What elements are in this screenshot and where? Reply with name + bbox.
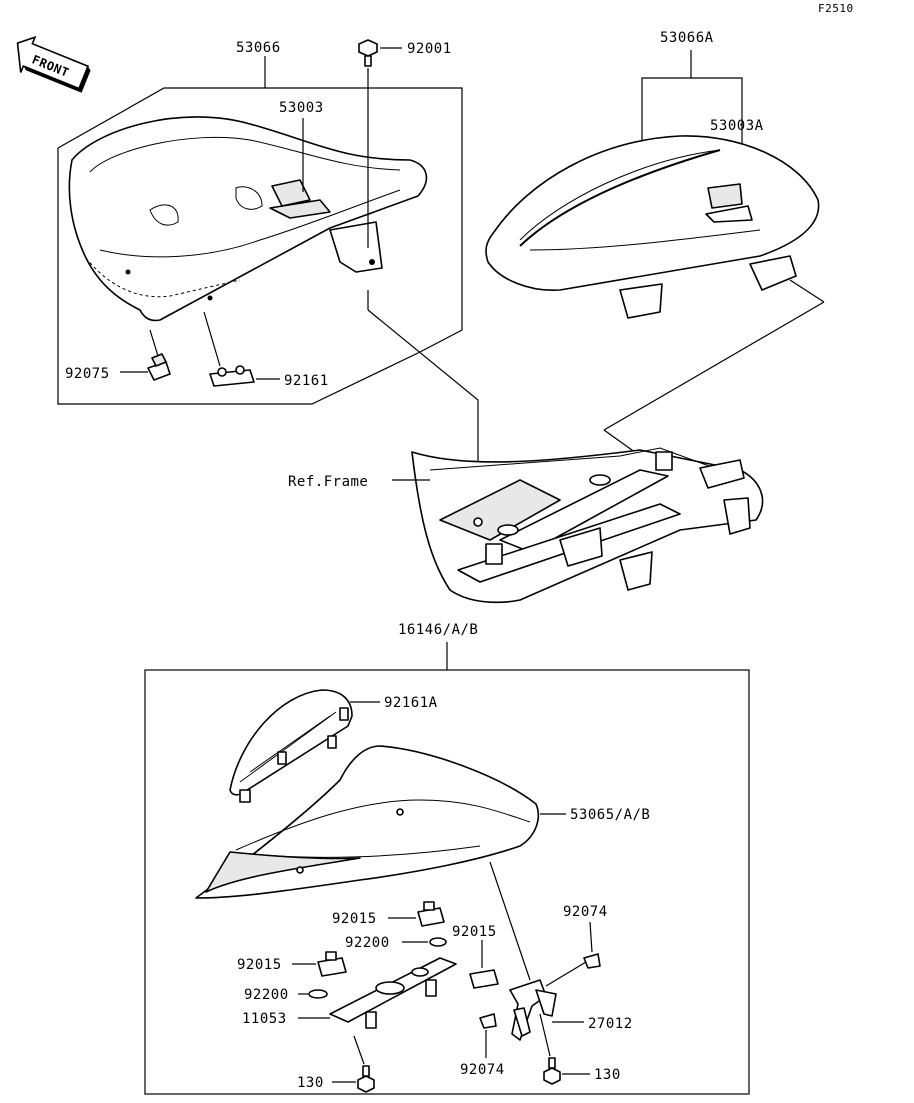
- pillion-seat: [485, 135, 820, 319]
- label-92001: 92001: [407, 41, 452, 57]
- diagram-id: F2510: [818, 2, 854, 15]
- leader-pillion: [789, 279, 825, 303]
- bracket-27012: [509, 979, 557, 1041]
- label-92074-a: 92074: [563, 904, 608, 920]
- label-53003A: 53003A: [710, 118, 764, 134]
- seat-group-box: [57, 87, 463, 405]
- leader-92075-up: [149, 329, 159, 357]
- leader-92161-up: [203, 311, 221, 367]
- label-92075: 92075: [65, 366, 110, 382]
- label-53003: 53003: [279, 100, 324, 116]
- label-130-b: 130: [594, 1067, 621, 1083]
- label-92015-a: 92015: [332, 911, 377, 927]
- label-92200-a: 92200: [345, 935, 390, 951]
- leader-pillion-frame: [603, 301, 825, 431]
- label-53065: 53065/A/B: [570, 807, 650, 823]
- rear-frame: [411, 447, 764, 604]
- washer-92200-b-icon: [308, 989, 328, 999]
- bracket-11053: [329, 957, 457, 1029]
- label-92200-b: 92200: [244, 987, 289, 1003]
- label-92015-b: 92015: [237, 957, 282, 973]
- rider-seat: [68, 116, 428, 322]
- leader-frame-a: [367, 309, 479, 401]
- front-arrow-icon: FRONT: [16, 35, 91, 93]
- label-16146: 16146/A/B: [398, 622, 478, 638]
- label-ref-frame: Ref.Frame: [288, 474, 368, 490]
- bolt-130-b-icon: [543, 1057, 561, 1085]
- option-group-box: [144, 669, 750, 1095]
- damper-92161-icon: [209, 365, 255, 387]
- cover-92161A: [229, 689, 353, 803]
- damper-92074-a-icon: [583, 953, 601, 969]
- leader-92074-a-b: [545, 961, 587, 987]
- damper-92074-b-icon: [479, 1013, 497, 1029]
- leader-130-a-up: [353, 1035, 365, 1065]
- label-27012: 27012: [588, 1016, 633, 1032]
- leader-53066A: [641, 77, 743, 190]
- bolt-130-a-icon: [357, 1065, 375, 1093]
- leader-53065-bracket: [489, 861, 531, 981]
- label-92015-c: 92015: [452, 924, 497, 940]
- label-53066A: 53066A: [660, 30, 714, 46]
- nut-92015-a-icon: [417, 901, 445, 927]
- leader-130-b-up: [539, 1013, 551, 1057]
- bolt-92001-icon: [358, 39, 378, 67]
- label-92161: 92161: [284, 373, 329, 389]
- label-92074-b: 92074: [460, 1062, 505, 1078]
- washer-92200-a-icon: [429, 937, 447, 947]
- label-11053: 11053: [242, 1011, 287, 1027]
- label-130-a: 130: [297, 1075, 324, 1091]
- seat-cowl-53065: [195, 745, 540, 899]
- label-92161A: 92161A: [384, 695, 438, 711]
- nut-92015-b-icon: [317, 951, 347, 977]
- leader-92074-a: [589, 921, 593, 953]
- label-53066: 53066: [236, 40, 281, 56]
- nut-92015-c-icon: [469, 969, 499, 989]
- damper-92075-icon: [147, 353, 171, 381]
